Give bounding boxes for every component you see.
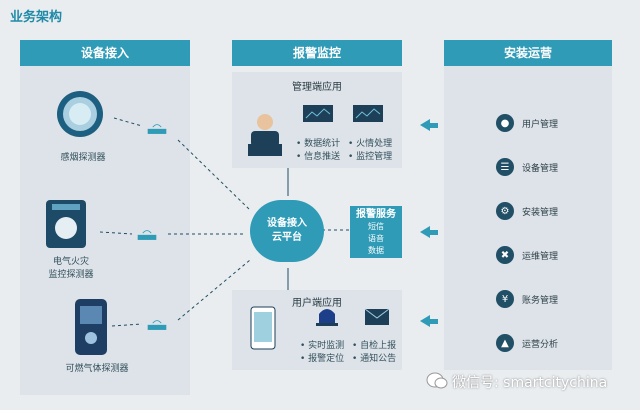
gas-detector-icon <box>74 298 108 356</box>
user-icon: ● <box>496 114 514 132</box>
arrow-left-icon <box>420 315 438 327</box>
monitor-icon <box>302 104 334 130</box>
arrow-left-icon <box>420 119 438 131</box>
cloud-line: 云平台 <box>272 232 302 243</box>
alarm-service-line: 语音 <box>368 234 384 243</box>
monitor-icon <box>352 104 384 130</box>
electrical-fire-detector-icon <box>44 198 88 250</box>
ops-item-label: 安装管理 <box>522 207 559 218</box>
ops-item-analysis: ▲ 运营分析 <box>496 334 558 352</box>
ops-item-label: 设备管理 <box>522 163 559 174</box>
phone-icon <box>250 306 276 354</box>
wrench-icon: ✖ <box>496 246 514 264</box>
watermark-text: 微信号: smartcitychina <box>452 375 608 391</box>
electrical-fire-detector-label: 电气火灾 监控探测器 <box>48 257 94 280</box>
alarm-monitor-title: 报警监控 <box>232 40 402 66</box>
router-icon <box>146 120 168 139</box>
ops-item-label: 运维管理 <box>522 251 559 262</box>
user-item: • 通知公告 <box>352 354 397 364</box>
page-title: 业务架构 <box>10 10 63 25</box>
wechat-icon <box>426 372 448 394</box>
alarm-service-line: 短信 <box>368 222 384 231</box>
alarm-light-icon <box>314 304 340 330</box>
ops-item-label: 运营分析 <box>522 339 559 350</box>
ops-item-device: ☰ 设备管理 <box>496 158 558 176</box>
alarm-service-line: 数据 <box>368 246 384 255</box>
install-ops-list: ● 用户管理 ☰ 设备管理 ⚙ 安装管理 ✖ 运维管理 ¥ 账务管理 ▲ 运营分析 <box>496 114 558 352</box>
ops-item-install: ⚙ 安装管理 <box>496 202 558 220</box>
install-ops-header: 安装运营 <box>444 40 612 66</box>
cloud-line: 设备接入 <box>267 218 307 229</box>
mgmt-app-title: 管理端应用 <box>292 82 342 93</box>
user-item: • 报警定位 <box>300 354 345 364</box>
ops-item-label: 用户管理 <box>522 119 559 130</box>
smoke-detector-label: 感烟探测器 <box>60 153 106 163</box>
user-item: • 自检上报 <box>352 341 397 351</box>
alarm-service-title: 报警服务 <box>356 209 396 220</box>
ops-item-accounts: ¥ 账务管理 <box>496 290 558 308</box>
user-item: • 实时监测 <box>300 341 345 351</box>
arrow-left-icon <box>420 226 438 238</box>
alarm-service-box: 报警服务 短信 语音 数据 <box>350 206 402 258</box>
user-app-title: 用户端应用 <box>292 298 342 309</box>
gear-icon: ⚙ <box>496 202 514 220</box>
mgmt-item: • 火情处理 <box>348 139 393 149</box>
list-icon: ☰ <box>496 158 514 176</box>
device-access-header: 设备接入 <box>20 40 190 66</box>
operator-icon <box>248 112 282 160</box>
chart-icon: ▲ <box>496 334 514 352</box>
router-icon <box>136 226 158 245</box>
coin-icon: ¥ <box>496 290 514 308</box>
install-ops-column: 安装运营 <box>444 40 612 370</box>
gas-detector-label: 可燃气体探测器 <box>65 364 129 374</box>
mgmt-item: • 信息推送 <box>296 152 341 162</box>
mail-icon <box>364 308 390 330</box>
ops-item-user: ● 用户管理 <box>496 114 558 132</box>
alarm-monitor-header: 报警监控 <box>232 40 402 66</box>
ops-item-maintenance: ✖ 运维管理 <box>496 246 558 264</box>
router-icon <box>146 316 168 335</box>
ops-item-label: 账务管理 <box>522 295 559 306</box>
mgmt-item: • 监控管理 <box>348 152 393 162</box>
smoke-detector-icon <box>56 90 104 138</box>
cloud-platform: 设备接入 云平台 <box>250 200 324 262</box>
mgmt-item: • 数据统计 <box>296 139 341 149</box>
